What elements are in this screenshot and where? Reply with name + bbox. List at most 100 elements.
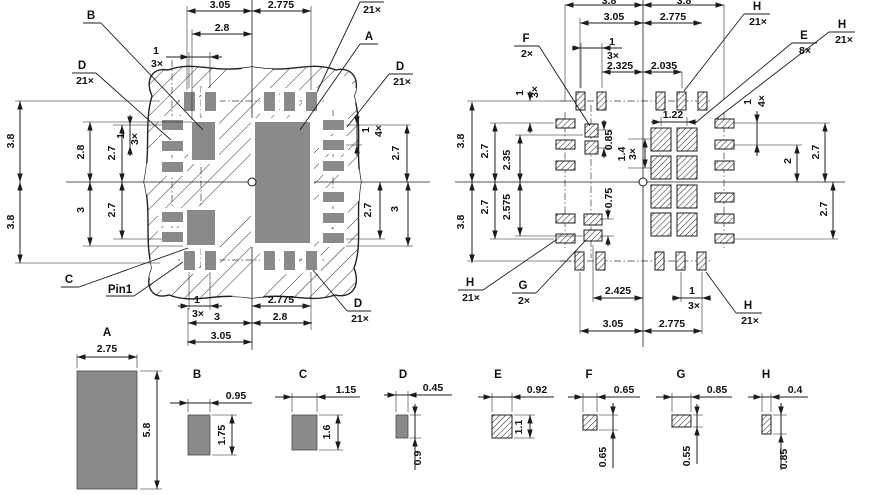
label-d: D [354,298,362,310]
dim-label: 3.8 [677,0,692,7]
dim-label: 3 [389,206,401,212]
detail-c: C 1.15 1.6 [275,369,360,451]
pad-d [319,188,348,206]
label-h: H [466,277,474,289]
dim-label: 3.05 [211,330,232,342]
right-view: 3.8 3.8 3.05 2.775 1 3× 2.325 2.035 1.22… [455,0,855,347]
pad-e [650,212,672,237]
detail-f: F 0.65 0.65 [568,369,640,468]
pad-h [555,160,576,171]
pad-h [596,91,607,111]
pad-d [319,209,348,227]
construction-lines [455,0,845,347]
detail-label: H [762,369,770,381]
label-h: H [838,19,846,31]
count-label: 21× [741,315,759,327]
detail-label: C [299,369,307,381]
dim-label: 0.75 [603,188,615,209]
dim-label: 5.8 [141,423,153,438]
pad-h [555,213,576,224]
pad-h [697,91,708,111]
dim-label: 3.05 [210,0,231,11]
pad-h [676,91,687,111]
pad-e [676,212,698,237]
rv-callouts: F 2× H 21× E 8× H 21× H 21× G 2× H 21× [458,1,855,327]
dim-label: 2.775 [660,11,686,23]
label-d: D [396,61,404,73]
pad-c [183,206,219,249]
label-pin1: Pin1 [108,284,133,296]
detail-label: E [494,369,502,381]
dim-label: 0.95 [226,390,247,402]
label-b: B [87,10,95,22]
dim-label: 2 [782,158,794,164]
pad-d [302,247,321,274]
dim-label: 0.85 [778,449,790,470]
dim-label: 2.035 [651,60,677,72]
pad-d [319,116,348,134]
count-label: 21× [351,313,369,325]
pad-d [280,247,299,274]
pad-e-detail [491,414,513,439]
dim-label: 0.4 [788,384,803,396]
dim-label: 2.7 [479,200,491,215]
pad-h [654,251,665,271]
label-h: H [744,300,752,312]
pad-g [583,213,603,226]
dim-label: 2.7 [390,146,402,161]
pad-b-detail [187,414,211,456]
pad-d [201,88,220,115]
pad-e [676,184,698,209]
dim-label: 2.775 [268,294,294,306]
dim-label: 1 [609,36,615,48]
dim-label: 1.4 [616,147,628,162]
pad-d [180,88,199,115]
pad-d [280,88,299,115]
count-label: 3× [529,86,541,98]
pad-g-detail [671,414,692,428]
detail-label: D [399,369,407,381]
detail-label: B [193,369,201,381]
pad-d [158,116,187,134]
pad-e [650,127,672,152]
dim-label: 3.8 [455,215,467,230]
count-label: 3× [192,308,204,320]
pad-d [158,137,187,155]
dim-label: 1.75 [216,425,228,446]
dim-label: 1 [153,45,159,57]
detail-a: A 2.75 5.8 [76,327,162,490]
count-label: 21× [462,292,480,304]
pad-h-detail [761,414,772,435]
dim-label: 2.7 [362,203,374,218]
dim-label: 0.45 [423,382,444,394]
pad-d [158,228,187,246]
detail-b: B 0.95 1.75 [170,369,252,456]
label-h: H [753,1,761,13]
dim-label: 2.7 [106,203,118,218]
dim-label: 1.15 [336,384,357,396]
count-label: 3× [688,300,700,312]
count-label: 2× [518,295,530,307]
pad-h [575,91,586,111]
label-a: A [365,31,373,43]
dim-label: 2.775 [268,0,294,11]
dim-label: 3.05 [603,318,624,330]
pad-d [180,247,199,274]
label-g: G [519,280,528,292]
pad-d [319,136,348,154]
dim-label: 0.55 [681,446,693,467]
pad-h [595,251,606,271]
pad-h [714,139,735,150]
dim-label: 1 [360,127,372,133]
dim-label: 2.325 [607,60,633,72]
label-d: D [78,60,86,72]
detail-label: A [103,327,111,339]
label-e: E [800,30,808,42]
pad-e [650,184,672,209]
label-f: F [522,33,529,45]
lv-callouts: B A 21× D 21× D 21× C Pin1 D 21× [61,1,413,325]
count-label: 3× [151,58,163,70]
pad-b [188,118,219,164]
pad-g [583,229,603,242]
pad-d [260,247,279,274]
